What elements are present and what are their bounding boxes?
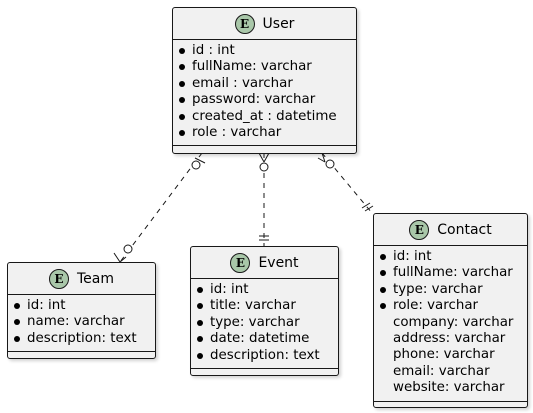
required-bullet-icon bbox=[179, 113, 185, 120]
entity-user-header: E User bbox=[173, 8, 356, 40]
required-bullet-icon bbox=[197, 319, 203, 326]
entity-title: User bbox=[262, 15, 295, 32]
rel-user-contact bbox=[317, 152, 374, 214]
entity-title: Contact bbox=[437, 221, 492, 238]
field: website: varchar bbox=[393, 380, 505, 396]
field: name: varchar bbox=[8, 314, 155, 330]
entity-team[interactable]: E Team id: int name: varchar description… bbox=[7, 262, 156, 359]
required-bullet-icon bbox=[197, 303, 203, 310]
required-bullet-icon bbox=[380, 303, 386, 310]
entity-title: Team bbox=[76, 270, 114, 287]
entity-user-fields: id : int fullName: varchar email : varch… bbox=[173, 40, 356, 145]
entity-contact[interactable]: E Contact id: int fullName: varchar type… bbox=[373, 213, 528, 408]
field: email: varchar bbox=[393, 363, 490, 379]
field: title: varchar bbox=[191, 298, 338, 314]
required-bullet-icon bbox=[380, 254, 386, 260]
required-bullet-icon bbox=[179, 64, 185, 71]
entity-title: Event bbox=[258, 254, 299, 271]
entity-icon: E bbox=[409, 219, 430, 240]
field: password: varchar bbox=[173, 92, 356, 108]
field: type: varchar bbox=[191, 315, 338, 331]
entity-event-footer bbox=[191, 367, 338, 376]
entity-icon: E bbox=[234, 13, 255, 34]
field: type: varchar bbox=[374, 282, 527, 298]
entity-event-fields: id: int title: varchar type: varchar dat… bbox=[191, 279, 338, 368]
field: fullName: varchar bbox=[173, 59, 356, 75]
entity-contact-header: E Contact bbox=[374, 214, 527, 246]
required-bullet-icon bbox=[14, 303, 20, 309]
required-bullet-icon bbox=[14, 319, 20, 326]
entity-contact-fields: id: int fullName: varchar type: varchar … bbox=[374, 246, 527, 401]
entity-team-header: E Team bbox=[8, 263, 155, 295]
field: date: datetime bbox=[191, 331, 338, 347]
entity-contact-footer bbox=[374, 400, 527, 409]
field: phone: varchar bbox=[393, 347, 495, 363]
entity-user[interactable]: E User id : int fullName: varchar email … bbox=[172, 7, 357, 154]
entity-icon: E bbox=[48, 268, 69, 289]
required-bullet-icon bbox=[179, 129, 185, 136]
entity-user-footer bbox=[173, 145, 356, 153]
field: id: int bbox=[374, 249, 527, 265]
field: email : varchar bbox=[173, 76, 356, 92]
field: address: varchar bbox=[393, 330, 506, 346]
required-bullet-icon bbox=[197, 352, 203, 359]
rel-user-team bbox=[113, 152, 206, 263]
entity-icon: E bbox=[230, 252, 251, 273]
required-bullet-icon bbox=[197, 336, 203, 343]
field: role : varchar bbox=[173, 125, 356, 141]
field: created_at : datetime bbox=[173, 109, 356, 125]
required-bullet-icon bbox=[380, 270, 386, 277]
field: id: int bbox=[8, 298, 155, 314]
field: description: text bbox=[8, 331, 155, 347]
entity-team-footer bbox=[8, 351, 155, 359]
required-bullet-icon bbox=[179, 80, 185, 87]
field: company: varchar bbox=[393, 314, 514, 330]
field: id : int bbox=[173, 43, 356, 59]
entity-event[interactable]: E Event id: int title: varchar type: var… bbox=[190, 246, 339, 376]
entity-team-fields: id: int name: varchar description: text bbox=[8, 295, 155, 351]
required-bullet-icon bbox=[179, 48, 185, 54]
required-bullet-icon bbox=[380, 286, 386, 293]
field: id: int bbox=[191, 282, 338, 298]
required-bullet-icon bbox=[197, 287, 203, 293]
entity-event-header: E Event bbox=[191, 247, 338, 279]
field: fullName: varchar bbox=[374, 265, 527, 281]
field: description: text bbox=[191, 348, 338, 364]
rel-user-event bbox=[258, 152, 270, 246]
field: role: varchar bbox=[374, 298, 527, 314]
required-bullet-icon bbox=[14, 335, 20, 342]
required-bullet-icon bbox=[179, 97, 185, 104]
